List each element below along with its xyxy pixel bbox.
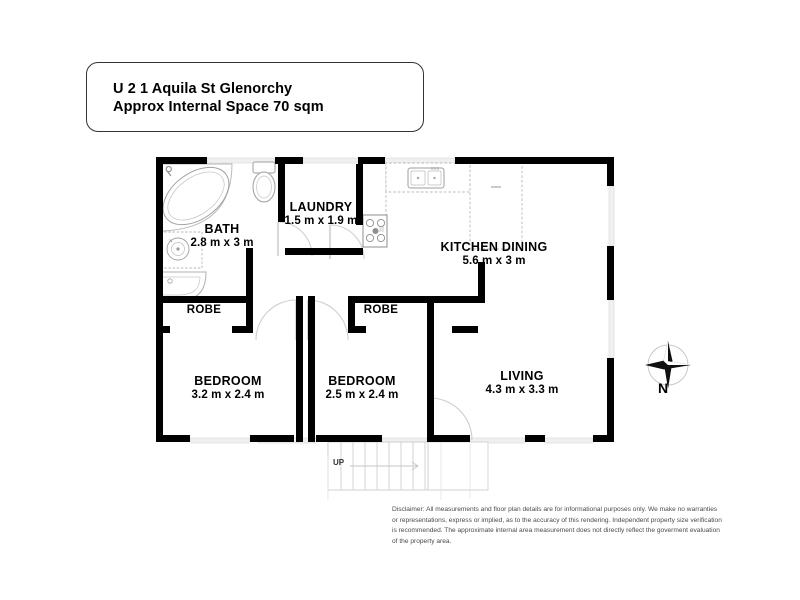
room-dimensions: 4.3 m x 3.3 m — [485, 383, 559, 396]
room-dimensions: 2.5 m x 2.4 m — [325, 388, 399, 401]
cooktop-control — [372, 228, 379, 234]
room-name: BATH — [204, 222, 240, 236]
room-label-bath: BATH 2.8 m x 3 m — [190, 222, 253, 250]
sink-drain-left — [416, 176, 420, 180]
room-label-robe-2: ROBE — [364, 304, 398, 318]
room-label-kitchen-dining: KITCHEN DINING 5.6 m x 3 m — [441, 240, 548, 268]
room-name: BEDROOM — [328, 374, 396, 388]
room-label-bedroom-2: BEDROOM 2.5 m x 2.4 m — [326, 374, 399, 402]
basin-drain — [176, 247, 180, 251]
sink-tapware — [431, 167, 439, 170]
kitchen-fixtures — [362, 162, 523, 250]
property-area: Approx Internal Space 70 sqm — [113, 99, 324, 115]
stairs-up-arrow — [350, 461, 419, 471]
bedroom1-door-arc — [255, 299, 297, 341]
bathtub-tap — [165, 165, 172, 177]
shower-tray-inner — [160, 276, 201, 296]
toilet-cistern — [252, 161, 276, 174]
walls — [156, 157, 614, 442]
burner-4 — [376, 233, 386, 243]
stairs — [327, 441, 489, 491]
room-name: ROBE — [363, 304, 399, 316]
room-name: LIVING — [500, 369, 544, 383]
compass-north-label: N — [658, 380, 669, 396]
compass-rose — [645, 341, 691, 389]
plan-guide-lines — [327, 442, 471, 500]
toilet-bowl-inner — [256, 175, 272, 199]
sink-drain-right — [433, 176, 436, 180]
room-label-bedroom-1: BEDROOM 3.2 m x 2.4 m — [192, 374, 265, 402]
stairs-up-label: UP — [333, 458, 345, 467]
room-dimensions: 1.5 m x 1.9 m — [284, 214, 358, 227]
room-name: ROBE — [186, 304, 222, 316]
bathtub-inner — [167, 171, 225, 221]
basin-tap — [169, 239, 173, 243]
property-address: U 2 1 Aquila St Glenorchy — [113, 81, 293, 97]
title-box: U 2 1 Aquila St Glenorchy Approx Interna… — [86, 62, 424, 132]
room-label-robe-1: ROBE — [187, 304, 221, 318]
laundry-door-arc — [329, 224, 365, 260]
room-name: LAUNDRY — [289, 200, 353, 214]
room-label-laundry: LAUNDRY 1.5 m x 1.9 m — [285, 200, 358, 228]
cooktop-dial-marks — [379, 226, 384, 232]
disclaimer-text: Disclaimer: All measurements and floor p… — [392, 506, 722, 546]
burner-1 — [365, 218, 375, 228]
room-dimensions: 2.8 m x 3 m — [190, 236, 254, 249]
shower-head — [167, 278, 173, 284]
room-label-living: LIVING 4.3 m x 3.3 m — [486, 369, 559, 397]
room-name: BEDROOM — [194, 374, 262, 388]
room-name: KITCHEN DINING — [440, 240, 548, 254]
room-dimensions: 5.6 m x 3 m — [462, 254, 526, 267]
bath-fixtures — [159, 161, 276, 301]
room-dimensions: 3.2 m x 2.4 m — [191, 388, 265, 401]
burner-2 — [376, 218, 386, 228]
burner-3 — [365, 233, 375, 243]
pantry-cabinet — [469, 162, 523, 250]
entry-door-arc — [429, 397, 473, 441]
